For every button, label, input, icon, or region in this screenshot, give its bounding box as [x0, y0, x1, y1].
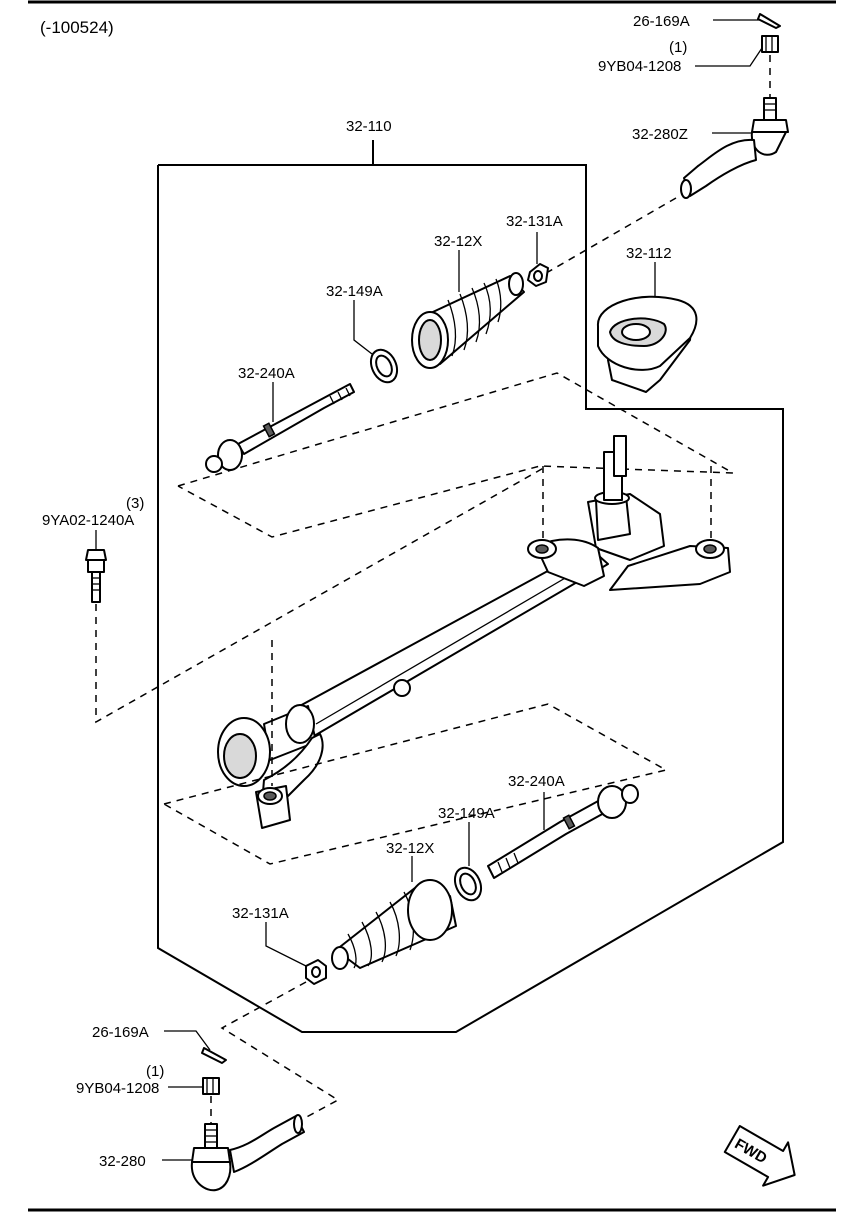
- leader-clamp-bottom: [265, 922, 307, 967]
- rack-housing: [217, 435, 731, 829]
- bolt: [85, 549, 107, 603]
- label-tie-rod-top: 32-240A: [238, 365, 295, 382]
- label-nut-qty-top: (1): [669, 39, 687, 56]
- label-gear-assembly: 32-110: [346, 118, 392, 135]
- axis-right-tie-rod: [547, 197, 677, 273]
- label-boot-bottom: 32-12X: [386, 840, 434, 857]
- castle-nut-top: [761, 35, 779, 53]
- boot-bottom: [331, 879, 457, 970]
- label-nut-bottom: 9YB04-1208: [76, 1080, 159, 1097]
- fwd-marker: FWD: [723, 1125, 796, 1187]
- label-tie-rod-end-right: 32-280Z: [632, 126, 688, 143]
- label-cotter-pin-bottom: 26-169A: [92, 1024, 149, 1041]
- castle-nut-bottom: [202, 1077, 220, 1095]
- label-bolt-qty: (3): [126, 495, 144, 512]
- label-clamp-bottom: 32-131A: [232, 905, 289, 922]
- label-cotter-pin-top: 26-169A: [633, 13, 690, 30]
- mount-rubber: [596, 295, 698, 393]
- axis-left-tie-rod: [220, 981, 340, 1127]
- label-boot-band-top: 32-149A: [326, 283, 383, 300]
- boot-band-top: [369, 348, 399, 384]
- assembly-frame: [157, 164, 784, 1033]
- leader-cotter-pin-bottom: [164, 1030, 211, 1051]
- boot-band-bottom: [453, 866, 483, 902]
- leader-nut-top: [695, 47, 763, 67]
- tie-rod-bottom: [487, 784, 639, 879]
- clamp-bottom: [305, 959, 327, 985]
- label-boot-top: 32-12X: [434, 233, 482, 250]
- label-bolt: 9YA02-1240A: [42, 512, 134, 529]
- arrow-right-down-icon: [723, 1125, 796, 1187]
- label-mount-rubber: 32-112: [626, 245, 672, 262]
- tie-rod-end-left: [190, 1114, 305, 1192]
- label-tie-rod-bottom: 32-240A: [508, 773, 565, 790]
- tie-rod-end-right: [680, 97, 789, 199]
- cotter-pin-bottom: [201, 1047, 227, 1064]
- clamp-top: [527, 263, 549, 287]
- label-boot-band-bottom: 32-149A: [438, 805, 495, 822]
- axis-bolt: [95, 465, 548, 724]
- label-nut-qty-bottom: (1): [146, 1063, 164, 1080]
- label-tie-rod-end-left: 32-280: [99, 1153, 146, 1170]
- serial-range: (-100524): [40, 18, 114, 37]
- dashed-outline-upper: [177, 372, 734, 538]
- dashed-outline-lower: [163, 703, 669, 865]
- leader-boot-band-top: [353, 300, 373, 355]
- boot-top: [411, 272, 525, 369]
- label-nut-top: 9YB04-1208: [598, 58, 681, 75]
- tie-rod-top: [205, 383, 355, 473]
- cotter-pin-top: [713, 13, 781, 29]
- label-clamp-top: 32-131A: [506, 213, 563, 230]
